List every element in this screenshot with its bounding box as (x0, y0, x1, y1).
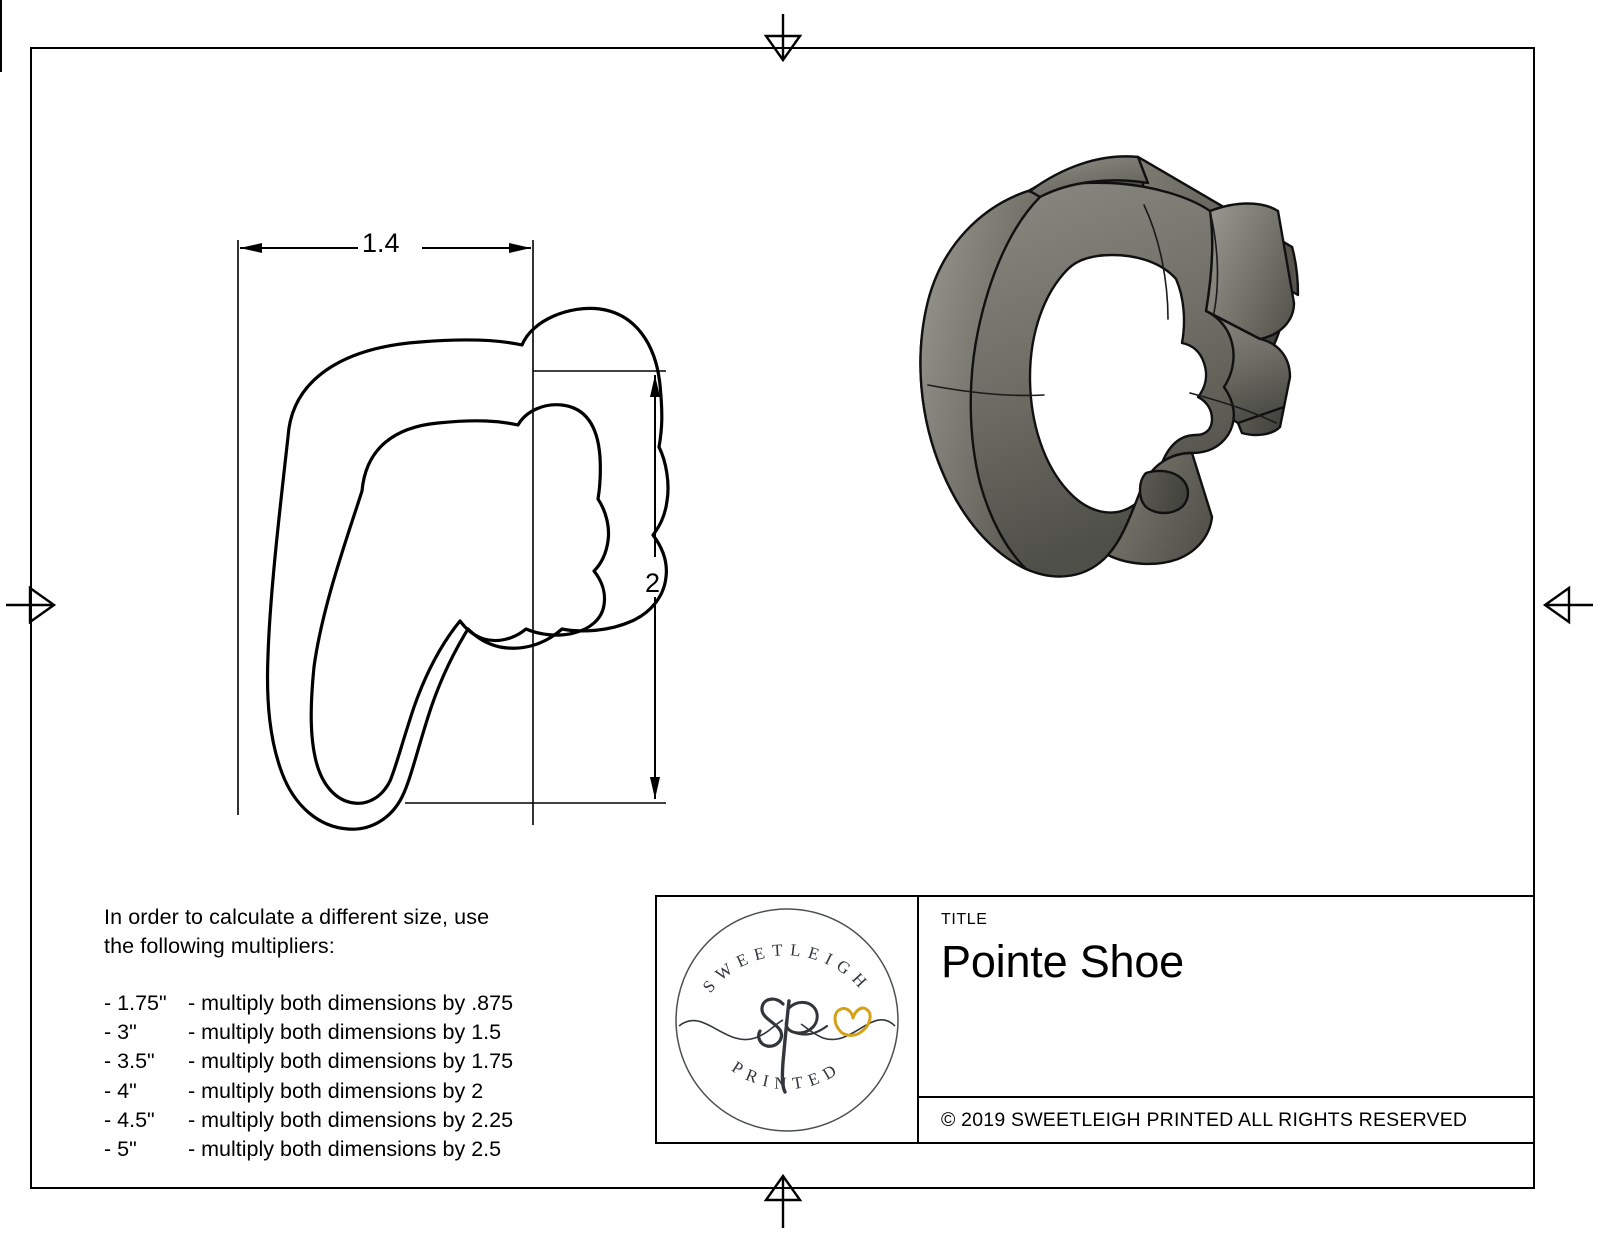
logo-monogram (757, 997, 829, 1094)
list-item: - 4.5" - multiply both dimensions by 2.2… (104, 1106, 634, 1135)
iso-split-line-3 (1209, 210, 1219, 314)
multiplier-size: - 5" (104, 1137, 137, 1162)
title-cell: TITLE Pointe Shoe © 2019 SWEETLEIGH PRIN… (919, 897, 1533, 1142)
page-title: Pointe Shoe (941, 936, 1184, 987)
iso-top-rim (1028, 155, 1150, 199)
multiplier-size: - 4" (104, 1078, 137, 1103)
logo-circle (675, 907, 899, 1132)
multiplier-text: - multiply both dimensions by 2.25 (188, 1107, 514, 1132)
iso-split-line-1 (927, 384, 1045, 397)
logo-bottom-arc-text: PRINTED (728, 1057, 845, 1093)
iso-inner-window (1028, 253, 1214, 514)
sweetleigh-logo: SWEETLEIGH PRINTED (675, 907, 899, 1132)
multiplier-size: - 1.75" (104, 991, 167, 1015)
multiplier-size: - 4.5" (104, 1107, 155, 1132)
list-item: - 1.75" - multiply both dimensions by .8… (104, 989, 634, 1018)
list-item: - 4" - multiply both dimensions by 2 (104, 1077, 634, 1106)
dimension-label-width: 1.4 (362, 228, 400, 258)
iso-right-slab-tab (1236, 405, 1286, 437)
logo-top-arc-text: SWEETLEIGH (699, 940, 875, 996)
dimension-label-height: 2 (645, 568, 661, 598)
logo-heart-icon (833, 1006, 872, 1037)
outline-view-2d (170, 225, 690, 845)
title-block: SWEETLEIGH PRINTED (655, 895, 1535, 1144)
center-mark-top (763, 14, 803, 63)
iso-split-line-2 (1143, 204, 1169, 320)
multiplier-text: - multiply both dimensions by 2.5 (188, 1137, 502, 1162)
multiplier-size: - 3" (104, 1020, 137, 1045)
multiplier-list: - 1.75" - multiply both dimensions by .8… (104, 989, 634, 1164)
dimension-annotations (237, 240, 666, 825)
logo-cell: SWEETLEIGH PRINTED (657, 897, 919, 1142)
iso-left-lip (919, 189, 1042, 571)
notes-block: In order to calculate a different size, … (104, 903, 634, 1164)
title-caption-label: TITLE (941, 911, 988, 928)
multiplier-text: - multiply both dimensions by 1.75 (188, 1049, 514, 1074)
center-mark-bottom (763, 1173, 803, 1228)
isometric-render (880, 135, 1310, 595)
list-item: - 3" - multiply both dimensions by 1.5 (104, 1018, 634, 1047)
title-main: TITLE Pointe Shoe (919, 897, 1533, 1096)
logo-swash-left (678, 1018, 784, 1040)
outline-inner-path (309, 403, 611, 805)
multiplier-text: - multiply both dimensions by 1.5 (188, 1020, 502, 1045)
logo-swash-right (800, 1018, 896, 1040)
multiplier-text: - multiply both dimensions by 2 (188, 1078, 484, 1103)
notes-intro-text: In order to calculate a different size, … (104, 905, 490, 958)
center-mark-right (1542, 585, 1593, 625)
multiplier-size: - 3.5" (104, 1049, 155, 1074)
iso-split-line-4 (1189, 392, 1277, 424)
list-item: - 3.5" - multiply both dimensions by 1.7… (104, 1047, 634, 1076)
list-item: - 5" - multiply both dimensions by 2.5 (104, 1135, 634, 1164)
bleed-tick-left (0, 0, 2, 72)
copyright-notice: © 2019 SWEETLEIGH PRINTED ALL RIGHTS RES… (919, 1096, 1533, 1142)
multiplier-text: - multiply both dimensions by .875 (188, 991, 514, 1015)
iso-heel-inner-tab (1138, 469, 1190, 515)
center-mark-left (6, 585, 57, 625)
outline-outer-path (265, 306, 670, 831)
